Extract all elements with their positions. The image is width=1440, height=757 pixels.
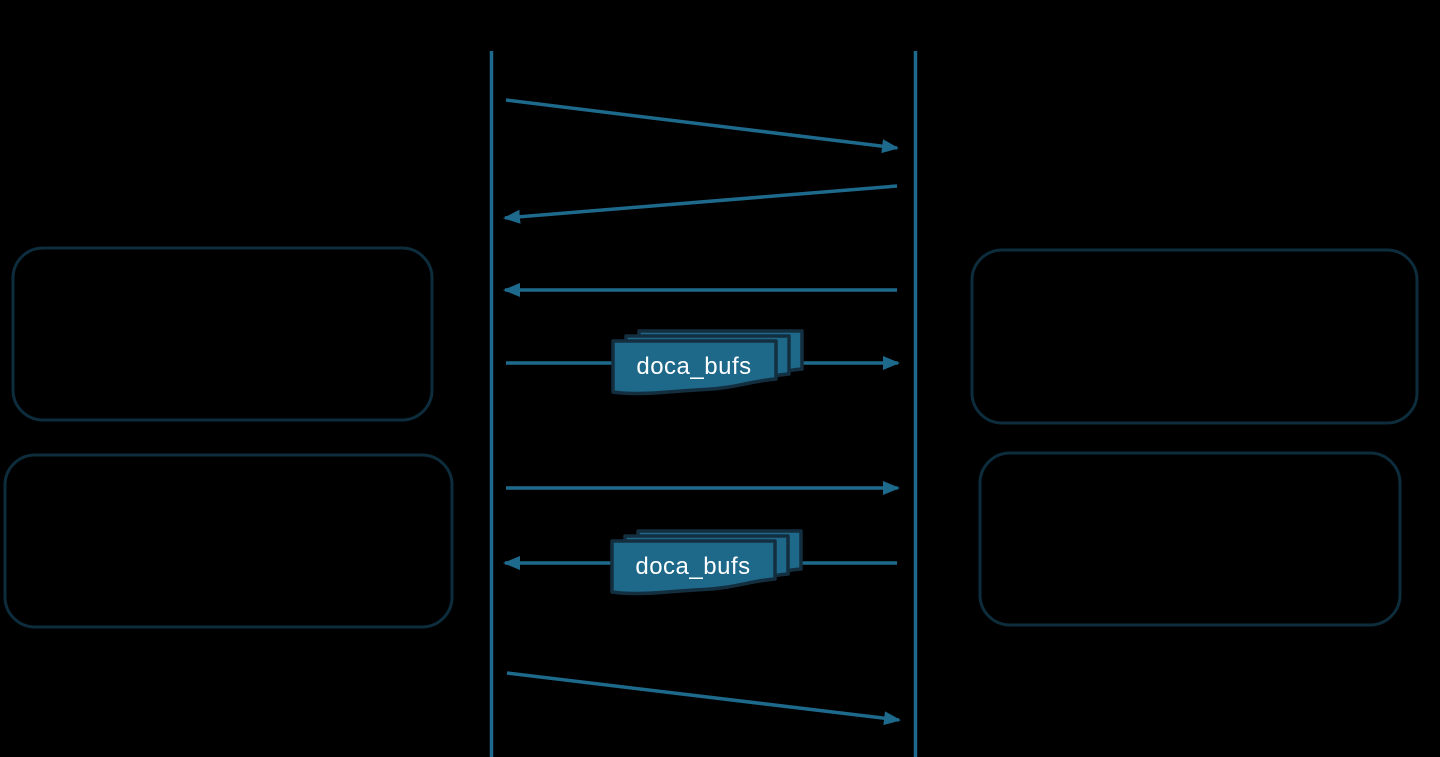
doca-bufs-stack-bottom: doca_bufs: [610, 529, 803, 596]
document-shape-front-icon: [611, 339, 778, 396]
doca-bufs-label: doca_bufs: [635, 553, 750, 580]
doca-bufs-label: doca_bufs: [636, 353, 751, 380]
note-box-left-bottom: [3, 453, 454, 629]
note-box-left-top: [11, 246, 434, 422]
message-arrow-7: [506, 671, 901, 726]
message-arrow-1: [505, 98, 899, 154]
document-shape-front-icon: [610, 539, 777, 596]
note-box-right-top: [970, 248, 1419, 425]
doca-bufs-stack-top: doca_bufs: [611, 329, 804, 396]
message-arrow-2: [503, 184, 898, 224]
note-box-right-bottom: [978, 451, 1402, 627]
